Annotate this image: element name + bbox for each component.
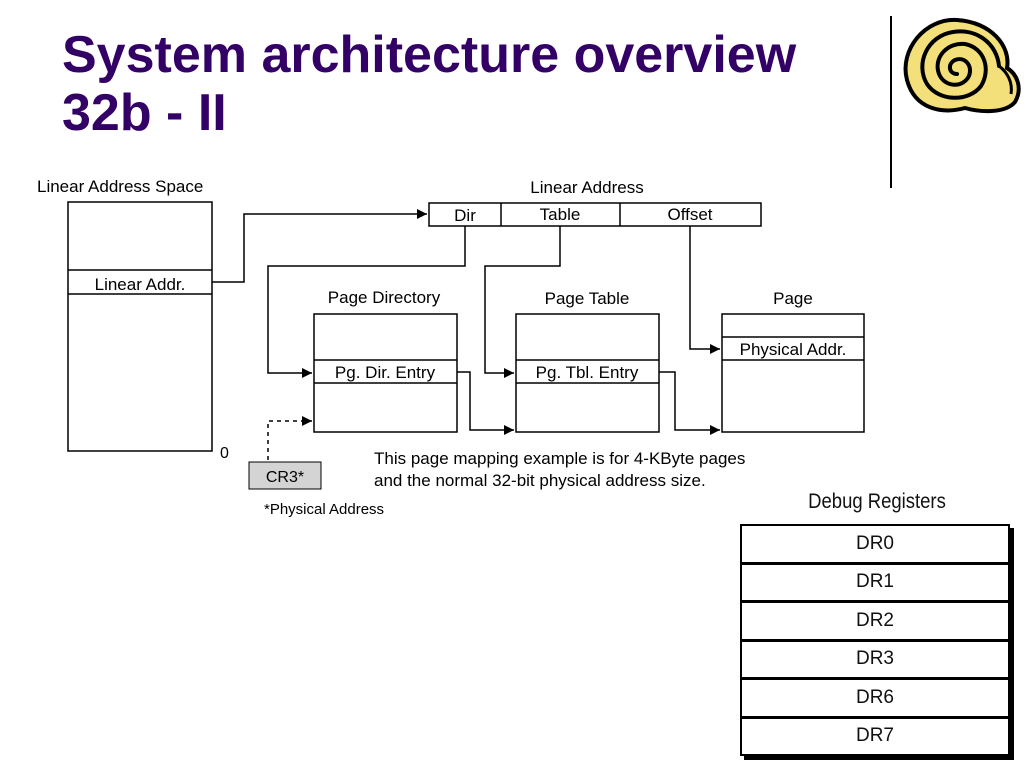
linear-addr-label: Linear Addr. [95, 275, 186, 294]
page-table-box [515, 313, 660, 433]
table-field-label: Table [540, 205, 581, 224]
physical-address-note: *Physical Address [264, 501, 384, 518]
offset-to-page-arrow [689, 226, 720, 354]
pg-tbl-entry-label: Pg. Tbl. Entry [536, 363, 639, 382]
zero-label: 0 [220, 445, 229, 462]
pg-dir-entry-label: Pg. Dir. Entry [335, 363, 436, 382]
page-box [721, 313, 865, 433]
debug-register-row: DR1 [742, 565, 1008, 603]
debug-register-row: DR6 [742, 680, 1008, 719]
title-line-1: System architecture overview [62, 26, 797, 84]
dir-to-directory-arrow [267, 226, 466, 378]
debug-registers-table: DR0 DR1 DR2 DR3 DR6 DR7 [740, 524, 1010, 756]
cr3-box [248, 461, 322, 490]
page-directory-box [313, 313, 458, 433]
debug-register-row: DR7 [855, 725, 894, 747]
page-label: Page [773, 289, 813, 308]
page-table-label: Page Table [545, 289, 630, 308]
dir-field-label: Dir [454, 206, 476, 225]
linear-address-label: Linear Address [530, 178, 643, 197]
linear-address-space-box [67, 201, 213, 452]
title-line-2: 32b - II [62, 84, 227, 142]
linear-address-space-label: Linear Address Space [37, 177, 203, 196]
physical-addr-label: Physical Addr. [740, 340, 847, 359]
spiral-shell-logo [903, 17, 1021, 114]
cr3-dashed-arrow [267, 416, 312, 460]
linear-addr-to-bar-arrow [212, 209, 427, 283]
page-directory-label: Page Directory [328, 288, 441, 307]
linear-address-bar [428, 202, 762, 227]
offset-field-label: Offset [667, 205, 712, 224]
debug-register-row: DR3 [742, 642, 1008, 680]
directory-to-page-table-arrow [457, 371, 514, 435]
vertical-divider [890, 16, 892, 188]
note-line-1: This page mapping example is for 4-KByte… [374, 449, 745, 468]
cr3-label: CR3* [266, 469, 304, 486]
table-to-page-table-arrow [484, 226, 561, 378]
debug-register-row: DR0 [742, 526, 1008, 565]
debug-register-row: DR2 [742, 603, 1008, 642]
page-table-to-page-arrow [659, 371, 720, 435]
note-line-2: and the normal 32-bit physical address s… [374, 471, 706, 490]
slide-title: System architecture overview 32b - II [62, 26, 862, 142]
debug-registers-title: Debug Registers [808, 490, 946, 513]
